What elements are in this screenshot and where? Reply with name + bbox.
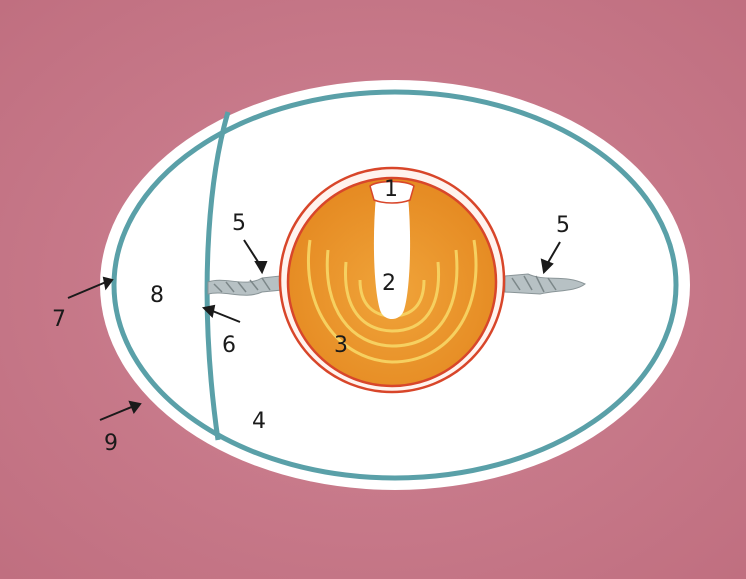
label-9: 9 <box>104 431 118 456</box>
label-6: 6 <box>222 333 236 358</box>
label-4: 4 <box>252 409 266 434</box>
label-8: 8 <box>150 283 164 308</box>
label-7: 7 <box>52 307 66 332</box>
label-5-left: 5 <box>232 211 246 236</box>
label-3: 3 <box>334 333 348 358</box>
label-1: 1 <box>384 177 398 202</box>
label-2: 2 <box>382 271 396 296</box>
latebra <box>374 196 410 319</box>
label-5-right: 5 <box>556 213 570 238</box>
